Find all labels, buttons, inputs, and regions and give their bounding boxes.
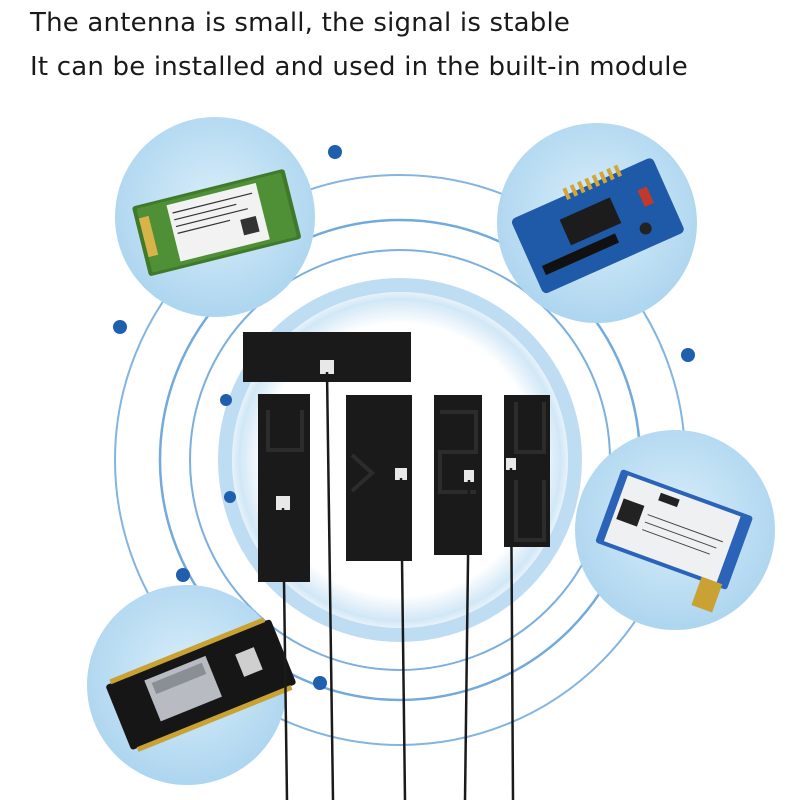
fpc-antenna-5 — [504, 395, 550, 800]
ring-dot — [176, 568, 190, 582]
ring-dot — [113, 320, 127, 334]
ring-dot — [328, 145, 342, 159]
fpc-antenna-3 — [346, 395, 412, 800]
headline-line-2: It can be installed and used in the buil… — [30, 52, 688, 82]
antenna-set — [243, 332, 550, 800]
module-bubbles — [87, 117, 775, 785]
headline-line-1: The antenna is small, the signal is stab… — [30, 8, 571, 38]
wifi-board-icon — [106, 617, 296, 752]
dev-board-bubble — [497, 123, 697, 323]
fpc-antenna-4 — [434, 395, 482, 800]
wifi-board-bubble — [87, 585, 296, 785]
ssd-card-icon — [132, 169, 301, 276]
fpc-antenna-2 — [258, 394, 310, 800]
ring-dots — [113, 145, 695, 690]
ring-dot — [681, 348, 695, 362]
rf-module-icon — [595, 469, 753, 613]
ring-dot — [224, 491, 236, 503]
ssd-module-bubble — [115, 117, 315, 317]
fpc-antenna-1 — [243, 332, 411, 800]
circuit-board-icon — [511, 158, 684, 294]
rf-module-bubble — [575, 430, 775, 630]
ring-dot — [313, 676, 327, 690]
ring-dot — [220, 394, 232, 406]
